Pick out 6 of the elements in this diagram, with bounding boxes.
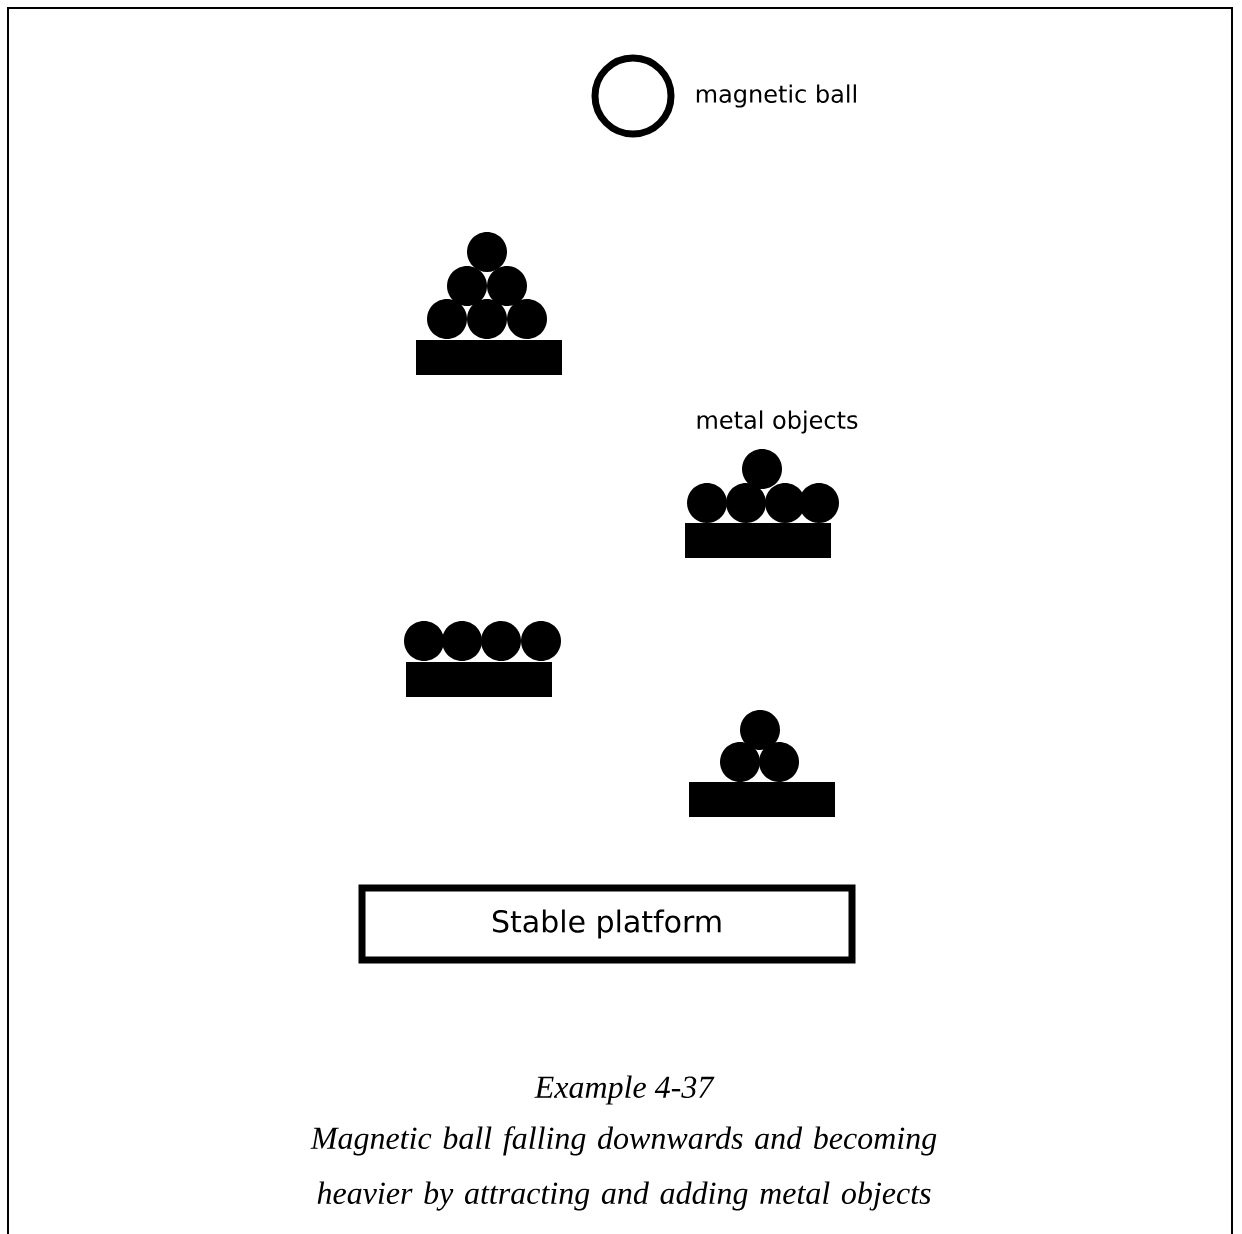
- caption-text: Magnetic ball falling downwards and becoming heavier by attracting and adding metal objects: [310, 1126, 937, 1211]
- part-label: metal objects: [697, 410, 858, 434]
- platform-box: Stable platform: [358, 884, 856, 964]
- ball-label: magnetic ball: [696, 84, 856, 108]
- caption-title: Example 4-37: [534, 1075, 715, 1105]
- ball-circle: [591, 54, 675, 138]
